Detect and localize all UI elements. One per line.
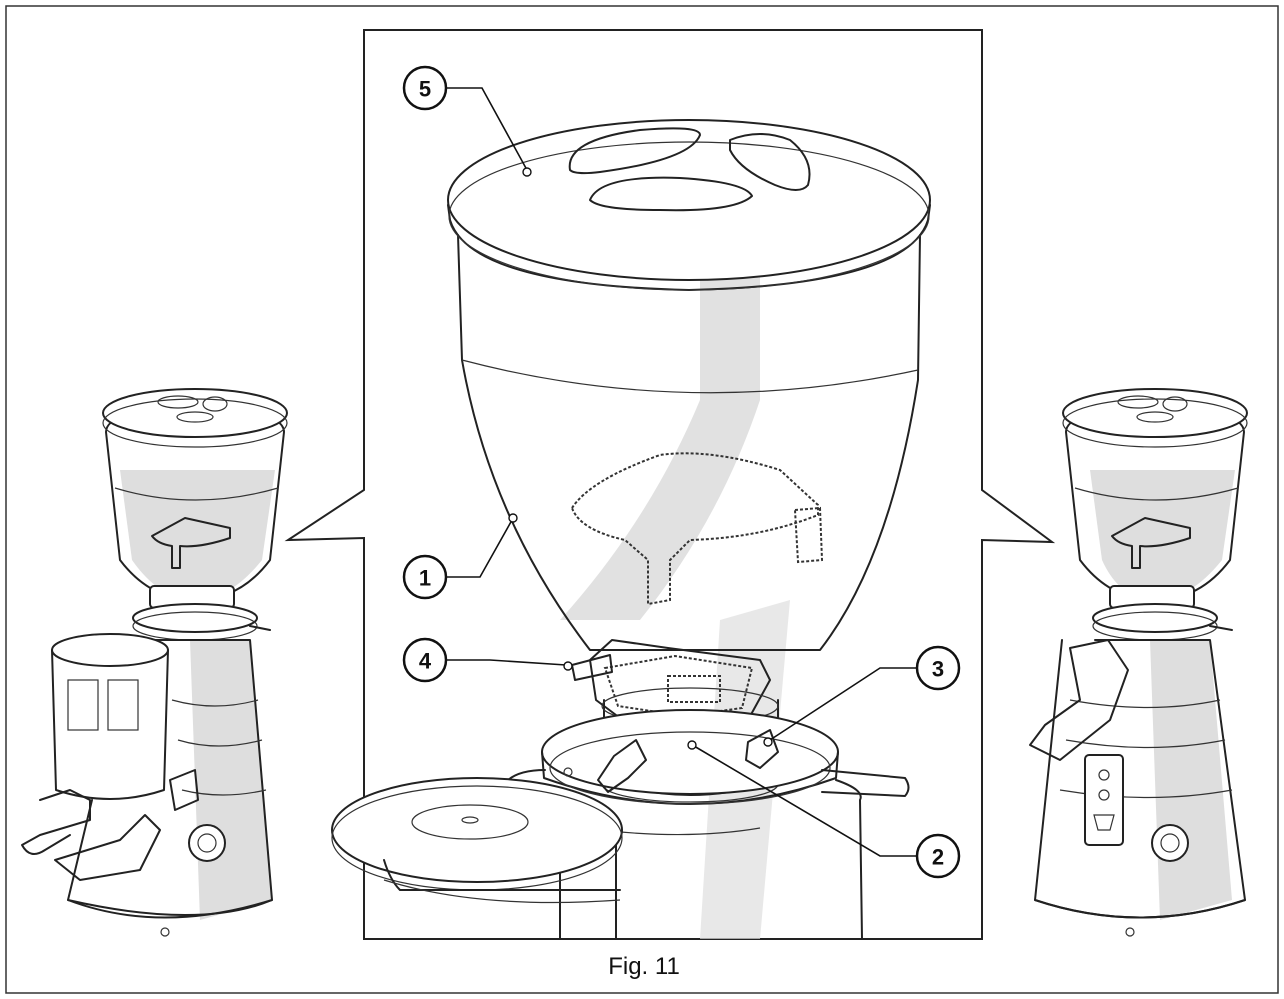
- callout-3-anchor: [763, 737, 773, 747]
- left-grinder-illustration: [21, 388, 288, 937]
- callout-3: 3: [763, 645, 961, 747]
- callout-5-anchor: [522, 167, 532, 177]
- callout-5-circle: [402, 65, 448, 111]
- callout-2-label: 2: [932, 845, 944, 870]
- callout-5: 5: [402, 65, 532, 177]
- callout-2-circle: [915, 833, 961, 879]
- callout-2-anchor: [687, 740, 697, 750]
- callout-3-label: 3: [932, 657, 944, 682]
- callout-4-label: 4: [419, 649, 432, 674]
- hopper-detail-illustration: [331, 119, 931, 940]
- callout-4-anchor: [563, 661, 573, 671]
- callout-1-anchor: [508, 513, 518, 523]
- callout-3-circle: [915, 645, 961, 691]
- outer-frame: [5, 5, 1279, 994]
- right-grinder-illustration: [1029, 388, 1248, 937]
- callout-1: 1: [402, 513, 518, 600]
- callout-5-label: 5: [419, 77, 431, 102]
- callout-1-circle: [402, 554, 448, 600]
- callout-1-label: 1: [419, 566, 431, 591]
- callout-4-circle: [402, 637, 448, 683]
- callout-2: 2: [687, 740, 961, 879]
- figure-caption: Fig. 11: [608, 953, 680, 980]
- callout-4: 4: [402, 637, 573, 683]
